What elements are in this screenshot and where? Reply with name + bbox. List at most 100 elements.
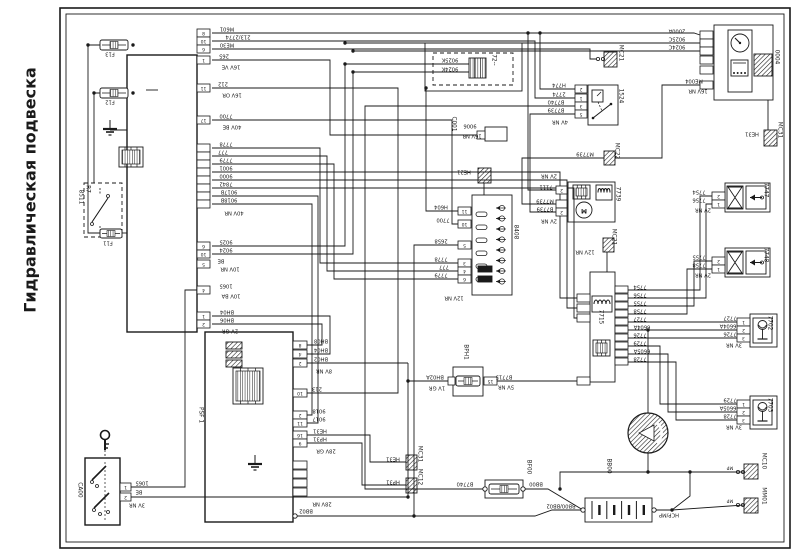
gauge-icon	[730, 33, 750, 53]
pin-number: 10	[297, 390, 303, 396]
terminal-circle	[580, 507, 586, 513]
arrow-box-icon	[750, 194, 755, 201]
component-box	[84, 457, 121, 526]
component-box	[726, 250, 744, 275]
wire-label: 16V NR	[462, 133, 482, 139]
wire-label: BH06	[220, 317, 234, 323]
junction-dot	[131, 43, 135, 47]
wire-line	[628, 260, 712, 307]
wire-label: 2V NR	[541, 173, 557, 179]
junction-dot	[526, 31, 530, 35]
wire-label: 7754	[692, 189, 706, 195]
pin-number: 15	[488, 378, 494, 384]
wire-line	[212, 32, 701, 36]
pressure-switch-icon	[758, 406, 767, 411]
wire-label: HP31	[313, 436, 327, 442]
wire-label: HE31	[745, 131, 759, 137]
connector2-icon	[601, 57, 606, 62]
chip-icon	[235, 370, 261, 402]
pin-box	[711, 264, 726, 274]
connector2-icon	[596, 57, 601, 62]
diode-column-icon	[496, 269, 500, 273]
pin-number: 10	[201, 38, 207, 44]
pin-box	[483, 376, 498, 386]
pin-box	[736, 333, 751, 343]
switch-icon	[106, 194, 110, 198]
pin-number: 6	[463, 276, 466, 282]
pin-box	[119, 482, 132, 492]
pin-number: 3	[579, 103, 582, 109]
pin-box	[196, 55, 211, 65]
pin-number: 4	[298, 351, 301, 357]
pin-box	[555, 207, 568, 217]
page-frame	[59, 7, 791, 549]
pin-number: 6	[202, 243, 205, 249]
pin-box	[736, 415, 751, 425]
page-frame	[65, 13, 785, 543]
wire-label: MP	[726, 498, 733, 504]
ignition-switch-icon	[90, 480, 94, 484]
pin-number: 2	[717, 258, 720, 264]
pin-box	[196, 159, 211, 169]
wire-label: M601	[220, 26, 234, 32]
pressure-switch-icon	[758, 324, 767, 329]
ground-hatch-box	[405, 454, 418, 471]
wire-line	[131, 289, 197, 488]
wire-label: 9025C	[668, 36, 685, 42]
wire-label: 2V NR	[695, 207, 711, 213]
wire-label: 7729	[633, 340, 646, 346]
wire-label: 9017	[312, 416, 325, 422]
relay-icon	[597, 101, 603, 112]
wire-line	[521, 157, 604, 205]
pin-box	[614, 357, 629, 366]
junction-dot	[92, 91, 96, 95]
ground-hatch-box	[602, 237, 615, 253]
wire-label: B7740	[457, 481, 474, 487]
pin-box	[457, 274, 472, 284]
wire-label: 265	[219, 53, 229, 59]
wire-label: 8V NR	[316, 368, 332, 374]
pin-box	[196, 115, 211, 125]
pin-box	[292, 438, 308, 448]
wire-label: 6605A	[719, 405, 736, 411]
motor-label: M	[581, 207, 587, 214]
contact-column-icon	[475, 250, 488, 256]
wire-label: 6605A	[633, 348, 650, 354]
wire-line	[212, 163, 458, 280]
component-box	[727, 29, 753, 93]
junction-dot	[688, 470, 692, 474]
ground-hatch-box	[477, 167, 492, 184]
pin-number: 3	[463, 260, 466, 266]
wire-label: 7700	[219, 113, 232, 119]
wire-label: 1065	[135, 480, 148, 486]
pin-number: 17	[201, 117, 207, 123]
ground-hatch-box	[763, 129, 778, 147]
component-id-label: 0004	[774, 50, 780, 65]
relay-icon	[591, 89, 604, 103]
valve-icon	[727, 251, 743, 264]
component-box	[484, 126, 508, 142]
wire-line	[212, 63, 469, 247]
component-id-label: 7747	[763, 183, 769, 198]
wire-label: BH02A	[426, 374, 444, 380]
wire-label: 10V NR	[220, 266, 240, 272]
pin-box	[292, 487, 308, 497]
wire-line	[212, 179, 577, 309]
pump-icon	[638, 424, 655, 442]
component-id-label: MC21	[611, 229, 617, 246]
wire-line	[628, 268, 712, 315]
wire-label: 6604A	[719, 323, 736, 329]
wire-label: HE31	[313, 428, 327, 434]
contact-column-icon	[475, 211, 488, 217]
wire-line	[628, 203, 712, 299]
pin-number: 5	[463, 242, 466, 248]
component-box	[204, 331, 294, 523]
wire-label: B7740	[548, 99, 565, 105]
pin-number: 2	[560, 209, 563, 215]
junction-dot	[351, 70, 355, 74]
pin-number: 4	[463, 268, 466, 274]
fuse-icon	[499, 485, 509, 493]
component-id-label: 7702	[767, 316, 773, 331]
pin-box	[699, 65, 714, 75]
pin-number: 1	[124, 484, 127, 490]
